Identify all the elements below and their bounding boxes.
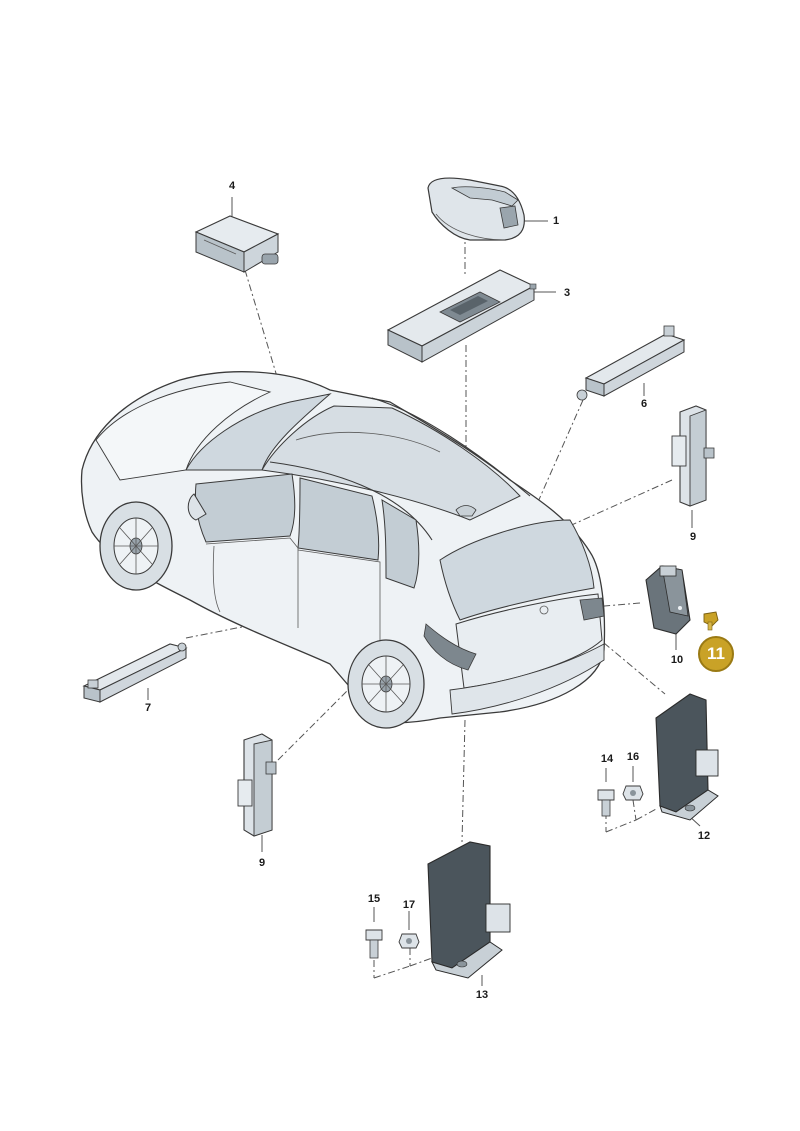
bolt-part-15 xyxy=(365,929,383,959)
module-part-10 xyxy=(645,565,691,635)
callout-16: 16 xyxy=(626,751,640,763)
callout-1: 1 xyxy=(552,215,560,227)
callout-17: 17 xyxy=(402,899,416,911)
screw-part-11 xyxy=(703,611,719,631)
callout-7: 7 xyxy=(144,702,152,714)
nut-part-16 xyxy=(622,785,644,801)
bracket-part-9-right xyxy=(671,405,715,507)
bracket-part-13 xyxy=(427,841,511,979)
roof-control-unit-part xyxy=(386,269,537,363)
bracket-part-12 xyxy=(655,693,719,821)
nut-part-17 xyxy=(398,933,420,949)
antenna-strip-part-6 xyxy=(576,325,686,401)
callout-10: 10 xyxy=(670,654,684,666)
callout-4: 4 xyxy=(228,180,236,192)
front-wheel xyxy=(99,501,173,591)
vehicle-suv xyxy=(80,371,606,729)
callout-6: 6 xyxy=(640,398,648,410)
antenna-strip-part-7 xyxy=(82,642,188,703)
callout-3: 3 xyxy=(563,287,571,299)
highlighted-part-badge[interactable]: 11 xyxy=(698,636,734,672)
callout-13: 13 xyxy=(475,989,489,1001)
bolt-part-14 xyxy=(597,789,615,817)
bracket-part-9-left xyxy=(237,733,277,837)
callout-12: 12 xyxy=(697,830,711,842)
roof-antenna-part xyxy=(427,177,525,241)
rear-wheel xyxy=(347,639,425,729)
callout-14: 14 xyxy=(600,753,614,765)
module-part-4 xyxy=(194,215,280,273)
callout-9-left: 9 xyxy=(258,857,266,869)
callout-9-right: 9 xyxy=(689,531,697,543)
callout-15: 15 xyxy=(367,893,381,905)
